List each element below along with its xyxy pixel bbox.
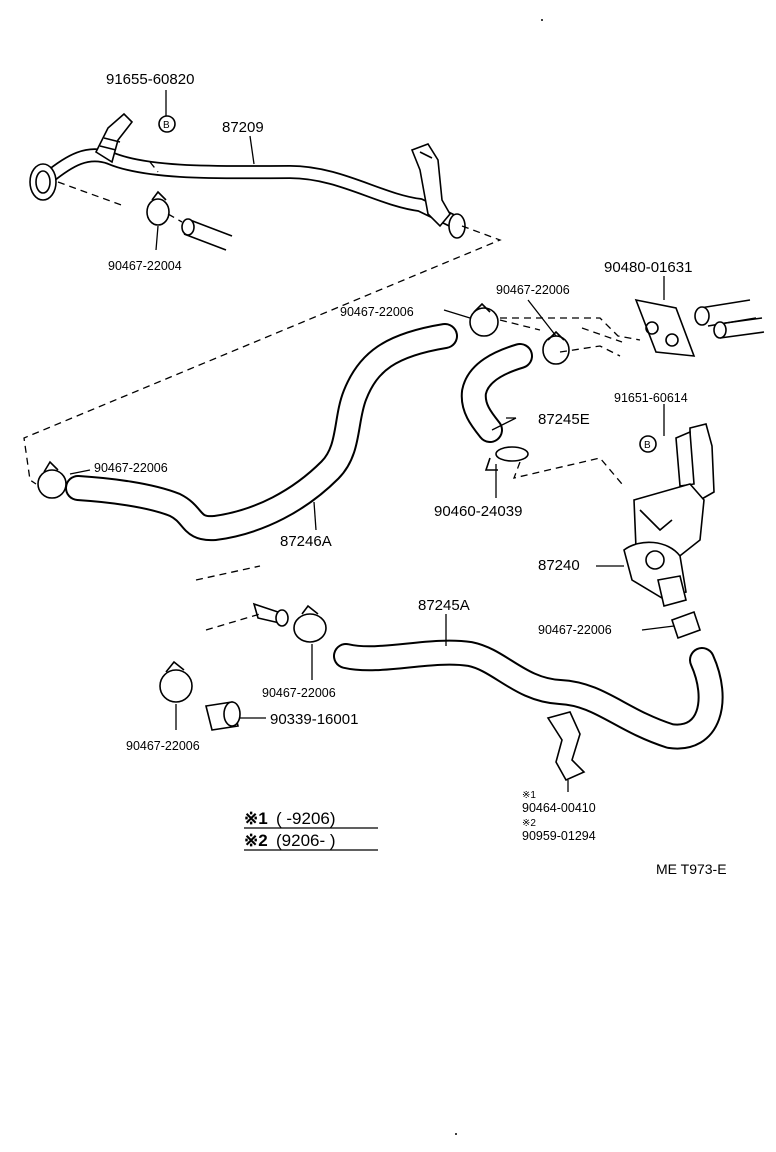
- note-2-mark: ※2: [244, 831, 268, 850]
- label-90467-22004: 90467-22004: [108, 259, 182, 273]
- mark-1: ※1: [522, 790, 536, 801]
- gasket-90480-01631: [634, 298, 765, 357]
- label-90959-01294: 90959-01294: [522, 829, 596, 843]
- clamp-right-lower: [670, 610, 702, 640]
- note-1-text: ( -9206): [276, 809, 336, 828]
- hose-87245A: [333, 639, 724, 750]
- pipe-stub-top: [181, 218, 233, 251]
- bolt-marker-text-2: B: [644, 440, 651, 451]
- note-1-mark: ※1: [244, 809, 268, 828]
- clamp-lower-left: [159, 660, 193, 703]
- dashed-guides: [23, 161, 641, 631]
- hose-87245E: [460, 343, 533, 443]
- label-90460-24039: 90460-24039: [434, 503, 522, 520]
- label-clamp-top-middle: 90467-22006: [340, 305, 414, 319]
- speck-top: [541, 19, 543, 21]
- label-87209: 87209: [222, 119, 264, 136]
- leader-lines: [69, 90, 675, 792]
- hose-87246A: [65, 323, 458, 542]
- label-90480-01631: 90480-01631: [604, 259, 692, 276]
- pipe-end-lower: [252, 602, 289, 627]
- label-87245A: 87245A: [418, 597, 470, 614]
- clip-90464-00410: [546, 711, 586, 782]
- label-90464-00410: 90464-00410: [522, 801, 596, 815]
- label-clamp-top-right: 90467-22006: [496, 283, 570, 297]
- clamp-left-upper: [37, 460, 67, 499]
- label-clamp-lower-left: 90467-22006: [126, 739, 200, 753]
- note-2-text: (9206- ): [276, 831, 336, 850]
- bolt-marker-text: B: [163, 120, 170, 131]
- speck-bottom: [455, 1133, 457, 1135]
- mark-2: ※2: [522, 818, 536, 829]
- note-1: ※1 ( -9206): [244, 809, 378, 829]
- label-87245E: 87245E: [538, 411, 590, 428]
- label-91651-60614: 91651-60614: [614, 391, 688, 405]
- clamp-90467-22004: [146, 190, 170, 226]
- clamp-top-right: [542, 330, 570, 365]
- bolt-marker-b-right: B: [639, 435, 657, 453]
- clamp-top-middle: [469, 302, 499, 337]
- label-clamp-lower-middle: 90467-22006: [262, 686, 336, 700]
- note-2: ※2 (9206- ): [244, 831, 378, 851]
- label-87246A: 87246A: [280, 533, 332, 550]
- clamp-lower-middle: [293, 604, 327, 643]
- label-90339-16001: 90339-16001: [270, 711, 358, 728]
- clip-90460-24039: [484, 446, 529, 471]
- water-valve-87240: [623, 423, 715, 607]
- label-clamp-left-upper: 90467-22006: [94, 461, 168, 475]
- plug-90339-16001: [205, 701, 241, 731]
- label-91655-60820: 91655-60820: [106, 71, 194, 88]
- label-87240: 87240: [538, 557, 580, 574]
- label-clamp-right-lower: 90467-22006: [538, 623, 612, 637]
- bolt-marker-b-top: B: [158, 115, 176, 133]
- diagram-code: ME T973-E: [656, 861, 727, 877]
- water-pipe-87209: [29, 112, 466, 239]
